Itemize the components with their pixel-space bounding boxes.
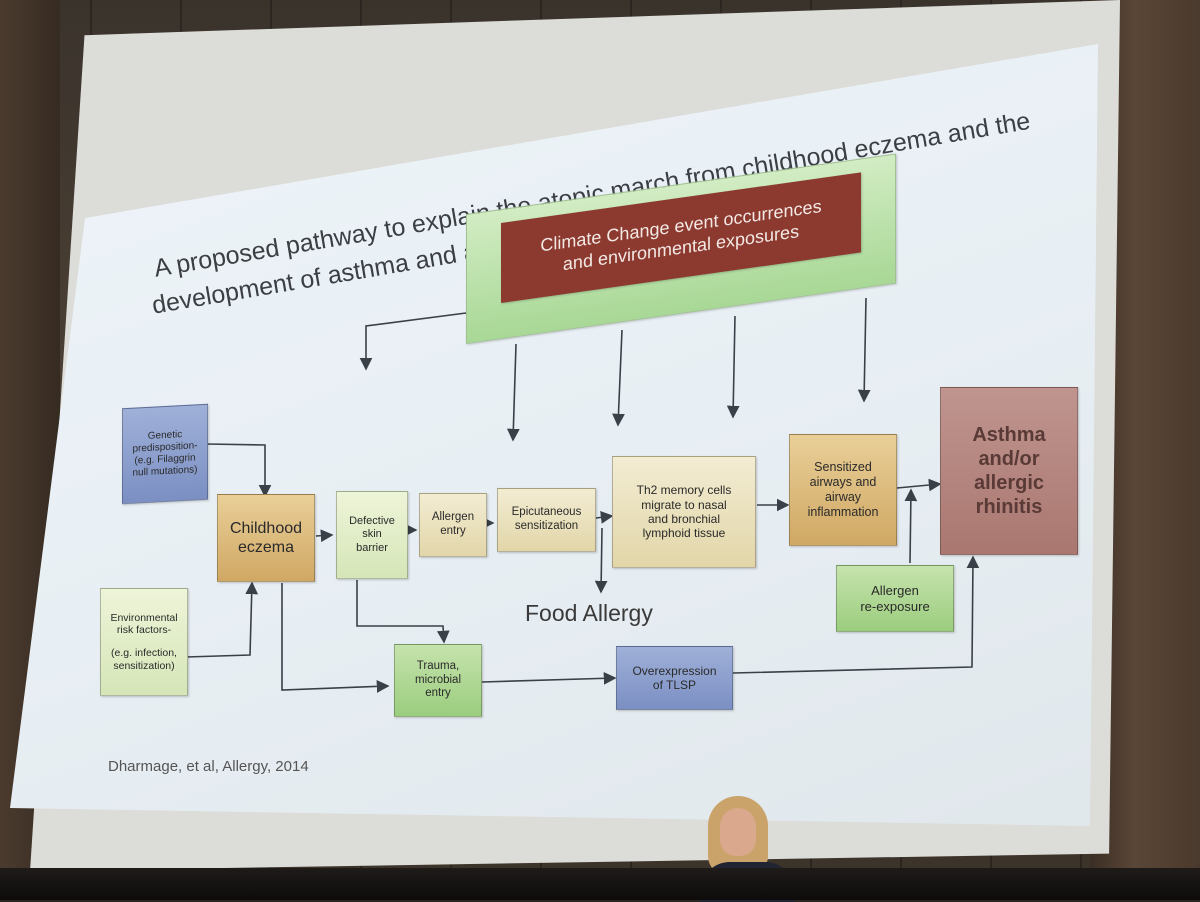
th2-line-4: lymphoid tissue xyxy=(642,526,726,541)
asthma-rhinitis-box: Asthma and/or allergic rhinitis xyxy=(940,387,1078,555)
epicutaneous-sensitization-box: Epicutaneous sensitization xyxy=(497,488,596,552)
th2-line-1: Th2 memory cells xyxy=(636,483,732,498)
speaker-face xyxy=(720,808,756,856)
childhood-eczema-box: Childhood eczema xyxy=(217,494,315,582)
defective-line-2: skin xyxy=(362,528,382,541)
tlsp-line-2: of TLSP xyxy=(652,678,697,692)
arrow-genetic-childhood xyxy=(205,443,272,498)
defective-skin-barrier-box: Defective skin barrier xyxy=(336,491,408,579)
sensitized-line-1: Sensitized xyxy=(814,460,872,474)
asthma-line-1: Asthma xyxy=(972,424,1046,446)
arrow-environmental-childhood xyxy=(185,581,259,658)
arrow-childhood-trauma xyxy=(281,583,390,693)
arrow-sensitized-asthma xyxy=(896,478,942,492)
tlsp-line-1: Overexpression xyxy=(632,663,717,678)
th2-line-2: migrate to nasal xyxy=(641,497,727,512)
allergen-reexposure-box: Allergen re-exposure xyxy=(836,565,954,632)
epicutaneous-line-1: Epicutaneous xyxy=(511,506,582,519)
arrow-climate-left xyxy=(359,312,467,371)
genetic-predisposition-box: Genetic predisposition- (e.g. Filaggrin … xyxy=(122,403,208,505)
sensitized-line-2: airways and xyxy=(809,475,877,489)
environmental-line-3: (e.g. infection, xyxy=(111,647,177,659)
trauma-microbial-box: Trauma, microbial entry xyxy=(394,644,482,717)
allergen-entry-line-1: Allergen xyxy=(431,511,475,524)
asthma-line-2: and/or xyxy=(978,448,1040,470)
stage-edge xyxy=(0,868,1200,900)
trauma-line-2: microbial xyxy=(414,673,461,686)
arrow-climate-1 xyxy=(506,343,520,442)
arrow-tlsp-asthma xyxy=(732,555,980,674)
arrow-climate-2 xyxy=(612,329,625,427)
arrow-epicutaneous-th2 xyxy=(595,511,614,524)
arrow-climate-3 xyxy=(726,315,740,419)
arrow-trauma-tlsp xyxy=(481,671,617,685)
genetic-line-4: null mutations) xyxy=(132,464,198,479)
environmental-line-4: sensitization) xyxy=(113,659,175,672)
defective-line-1: Defective xyxy=(349,515,395,528)
citation-text: Dharmage, et al, Allergy, 2014 xyxy=(108,758,309,775)
environmental-line-2: risk factors- xyxy=(116,624,172,637)
overexpression-tlsp-box: Overexpression of TLSP xyxy=(616,646,733,710)
food-allergy-label: Food Allergy xyxy=(525,600,653,626)
environmental-line-1: Environmental xyxy=(110,611,178,624)
sensitized-airways-box: Sensitized airways and airway inflammati… xyxy=(789,434,897,546)
arrow-defective-trauma xyxy=(356,580,450,644)
sensitized-line-4: inflammation xyxy=(807,505,879,519)
asthma-line-4: rhinitis xyxy=(975,496,1043,518)
allergen-entry-box: Allergen entry xyxy=(419,493,487,557)
trauma-line-1: Trauma, xyxy=(416,659,460,672)
reexposure-line-1: Allergen xyxy=(871,582,919,598)
th2-memory-cells-box: Th2 memory cells migrate to nasal and br… xyxy=(612,456,756,568)
trauma-line-3: entry xyxy=(425,687,451,700)
arrow-climate-4 xyxy=(857,297,871,403)
th2-line-3: and bronchial xyxy=(647,512,721,526)
childhood-line-2: eczema xyxy=(237,539,295,556)
defective-line-3: barrier xyxy=(356,541,388,554)
arrow-to-food-allergy xyxy=(594,527,608,594)
environmental-risk-box: Environmental risk factors- (e.g. infect… xyxy=(100,588,188,696)
childhood-line-1: Childhood xyxy=(229,519,303,537)
arrow-childhood-defective xyxy=(315,529,334,543)
asthma-line-3: allergic xyxy=(973,472,1045,494)
sensitized-line-3: airway xyxy=(824,490,862,504)
reexposure-line-2: re-exposure xyxy=(860,598,930,614)
allergen-entry-line-2: entry xyxy=(440,525,466,537)
epicutaneous-line-2: sensitization xyxy=(514,520,579,532)
arrow-reexposure-up xyxy=(904,488,918,564)
